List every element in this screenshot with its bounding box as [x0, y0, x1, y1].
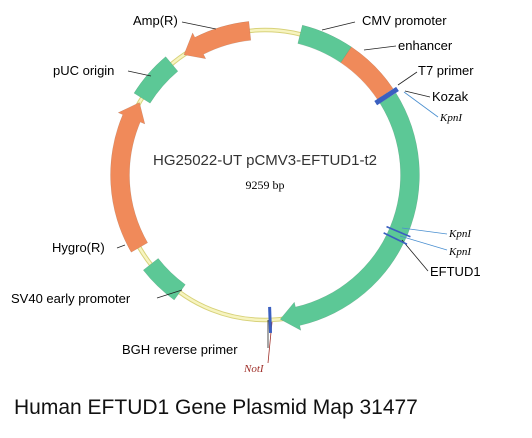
hygro-leader — [116, 244, 126, 249]
enhancer-leader — [363, 45, 397, 51]
enhancer-label: enhancer — [398, 38, 453, 53]
t7-label: T7 primer — [418, 63, 474, 78]
kpn1-b-site-mark — [386, 225, 411, 238]
bgh-label: BGH reverse primer — [122, 342, 238, 357]
puc-leader — [127, 70, 152, 77]
bgh-not1-site-mark — [268, 306, 273, 333]
cmv-promoter-arc — [297, 24, 352, 64]
kpn1-b-leader — [401, 227, 448, 235]
hygro-arc — [110, 102, 148, 253]
not1-label: NotI — [243, 363, 265, 375]
sv40-arc — [142, 258, 186, 301]
cmv-leader — [321, 21, 356, 31]
t7-leader — [397, 71, 418, 86]
sv40-label: SV40 early promoter — [11, 291, 131, 306]
kozak-leader — [404, 90, 431, 98]
kpn1-c-site-mark — [383, 232, 408, 245]
eftud1-label: EFTUD1 — [430, 264, 481, 279]
enhancer-arc — [340, 46, 394, 100]
kpn1-c-label: KpnI — [448, 246, 472, 258]
t7-kozak-site-mark — [374, 86, 399, 106]
map-caption: Human EFTUD1 Gene Plasmid Map 31477 — [14, 396, 418, 419]
kpn1-b-label: KpnI — [448, 228, 472, 240]
kozak-label: Kozak — [432, 89, 469, 104]
puc-label: pUC origin — [53, 63, 114, 78]
sv40-leader — [156, 289, 183, 299]
amp-arc — [183, 21, 252, 60]
cmv-label: CMV promoter — [362, 13, 447, 28]
amp-leader — [181, 21, 217, 30]
puc-origin-arc — [133, 56, 179, 104]
kpn1-a-label: KpnI — [439, 112, 463, 124]
plasmid-size: 9259 bp — [246, 178, 285, 192]
eftud1-arc — [279, 92, 420, 331]
amp-label: Amp(R) — [133, 13, 178, 28]
kpn1-c-leader — [399, 235, 448, 251]
hygro-label: Hygro(R) — [52, 240, 105, 255]
kpn1-a-leader — [403, 91, 439, 118]
eftud1-leader — [401, 239, 429, 272]
plasmid-name: HG25022-UT pCMV3-EFTUD1-t2 — [153, 152, 377, 169]
